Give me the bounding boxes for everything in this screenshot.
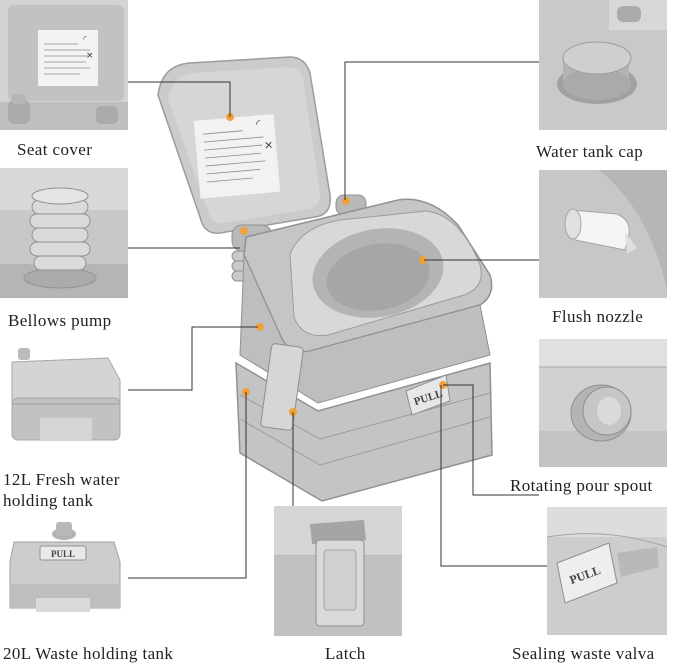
waste-tank-photo: PULL — [0, 512, 128, 624]
pour-spout-label: Rotating pour spout — [510, 476, 653, 495]
fresh-water-tank-illustration — [11, 348, 121, 441]
flush-nozzle-label: Flush nozzle — [552, 307, 644, 326]
seat-cover-illustration: ◜ × — [0, 0, 128, 130]
waste-tank-illustration: PULL — [9, 522, 121, 612]
sealing-valve-photo: PULL — [547, 507, 667, 635]
water-tank-cap-illustration — [539, 0, 667, 130]
latch-illustration — [274, 506, 402, 636]
svg-text:×: × — [264, 138, 274, 152]
portable-toilet-illustration: ◜ × PULL — [157, 56, 493, 502]
svg-text:◜: ◜ — [83, 35, 87, 45]
portable-toilet-hero: ◜ × PULL — [140, 55, 505, 510]
waste-tank-pull-text: PULL — [51, 549, 75, 559]
svg-text:×: × — [86, 51, 94, 61]
svg-text:◜: ◜ — [256, 117, 262, 130]
latch-photo — [274, 506, 402, 636]
sealing-valve-label: Sealing waste valva — [512, 644, 655, 663]
latch-label: Latch — [325, 644, 366, 663]
bellows-pump-illustration — [0, 168, 128, 298]
fresh-water-tank-label-line1: 12L Fresh water — [3, 470, 120, 489]
water-tank-cap-label: Water tank cap — [536, 142, 644, 161]
pour-spout-illustration — [539, 339, 667, 467]
fresh-water-tank-photo — [0, 340, 128, 450]
bellows-pump-label: Bellows pump — [8, 311, 112, 330]
fresh-water-tank-label-line2: holding tank — [3, 491, 94, 510]
waste-tank-label: 20L Waste holding tank — [3, 644, 174, 663]
bellows-pump-photo — [0, 168, 128, 298]
seat-cover-label: Seat cover — [17, 140, 93, 159]
seat-cover-photo: ◜ × — [0, 0, 128, 130]
flush-nozzle-illustration — [539, 170, 667, 298]
sealing-valve-illustration: PULL — [547, 507, 667, 635]
pour-spout-photo — [539, 339, 667, 467]
water-tank-cap-photo — [539, 0, 667, 130]
flush-nozzle-photo — [539, 170, 667, 298]
